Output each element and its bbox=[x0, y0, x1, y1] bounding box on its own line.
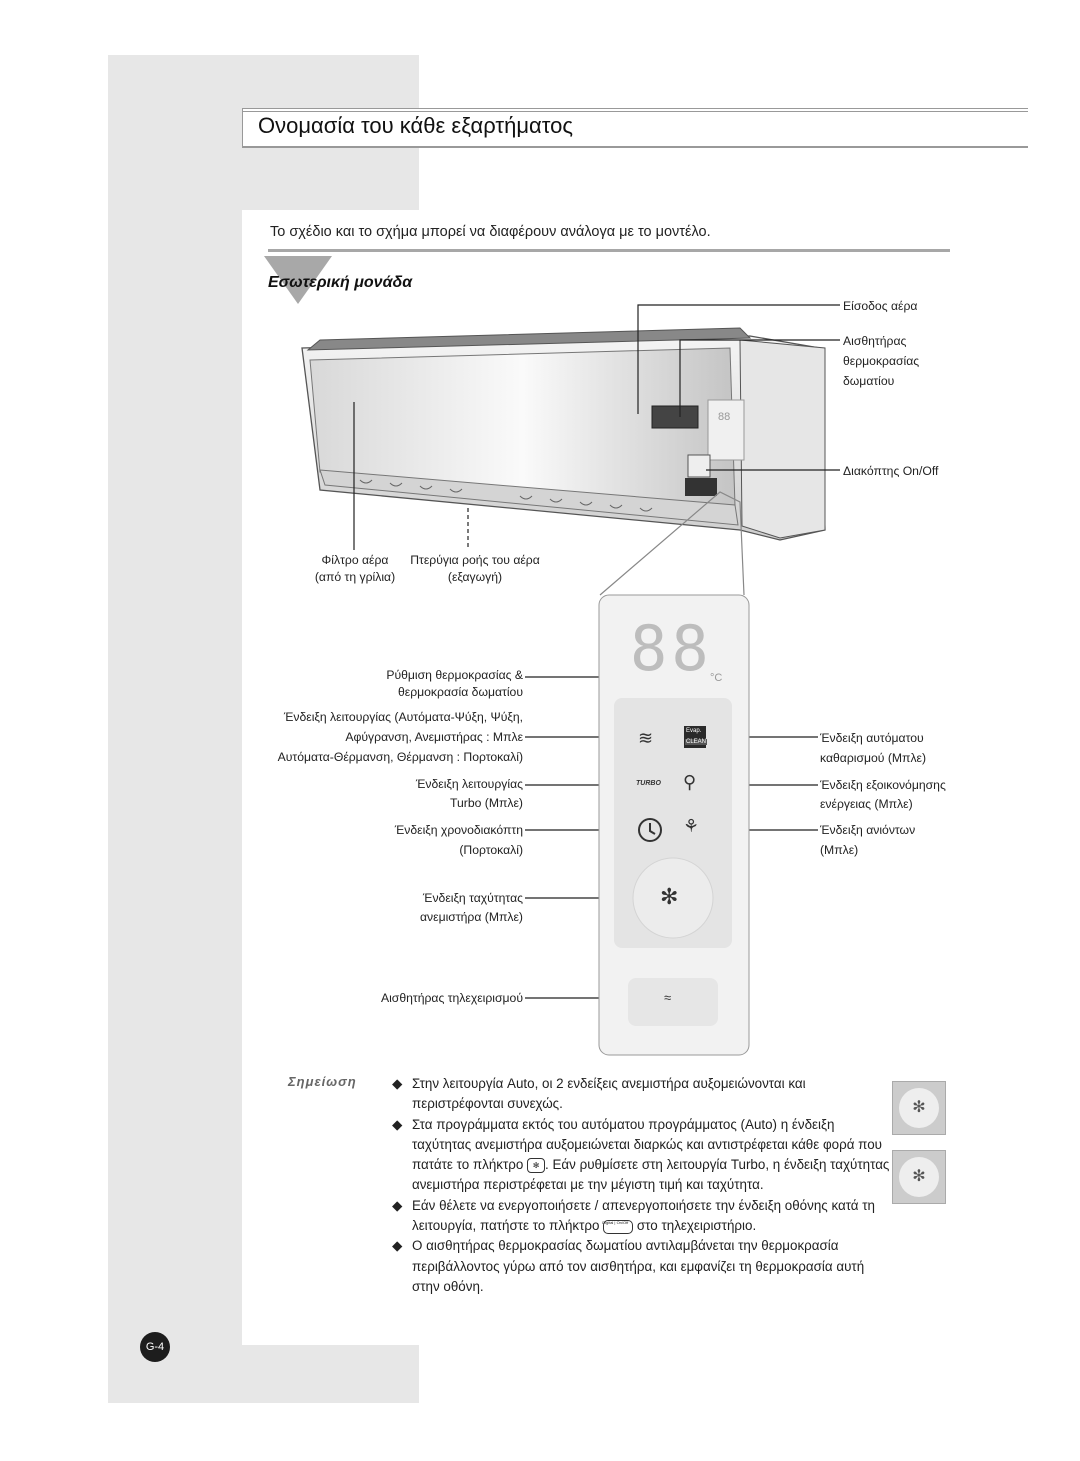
note-item-4: ◆Ο αισθητήρας θερμοκρασίας δωματίου αντι… bbox=[392, 1238, 865, 1294]
label-air-inlet: Είσοδος αέρα bbox=[843, 299, 918, 313]
page-title: Ονομασία του κάθε εξαρτήματος bbox=[258, 113, 573, 138]
label-temp-sensor-1: Αισθητήρας bbox=[843, 334, 907, 348]
note-item-1: ◆Στην λειτουργία Auto, οι 2 ενδείξεις αν… bbox=[392, 1076, 806, 1112]
label-turbo-2: Turbo (Μπλε) bbox=[450, 796, 523, 810]
label-onoff: Διακόπτης On/Off bbox=[843, 464, 939, 478]
label-temp-setting-2: θερμοκρασία δωματίου bbox=[397, 685, 523, 699]
label-timer-2: (Πορτοκαλί) bbox=[459, 843, 523, 857]
ion-icon: ⚘ bbox=[683, 816, 700, 836]
label-autoclean-1: Ένδειξη αυτόματου bbox=[820, 731, 924, 745]
label-mode-1: Ένδειξη λειτουργίας (Αυτόματα-Ψύξη, Ψύξη… bbox=[283, 710, 523, 724]
note-item-3: ◆Εάν θέλετε να ενεργοποιήσετε / απενεργο… bbox=[392, 1197, 876, 1234]
label-temp-sensor-3: δωματίου bbox=[843, 374, 895, 388]
remote-sensor-icon: ≈ bbox=[664, 990, 672, 1005]
label-autoclean-2: καθαρισμού (Μπλε) bbox=[820, 751, 927, 765]
label-fan-1: Ένδειξη ταχύτητας bbox=[422, 891, 523, 905]
fan-key-icon: ✻ bbox=[527, 1158, 546, 1174]
label-mode-2: Αφύγρανση, Ανεμιστήρας : Μπλε bbox=[345, 730, 523, 744]
divider bbox=[268, 249, 950, 252]
display-digits: 88 bbox=[630, 612, 713, 685]
fan-speed-icon: ✻ bbox=[660, 884, 679, 909]
label-turbo-1: Ένδειξη λειτουργίας bbox=[415, 777, 523, 791]
label-mode-3: Αυτόματα-Θέρμανση, Θέρμανση : Πορτοκαλί) bbox=[277, 750, 523, 764]
label-ions-2: (Μπλε) bbox=[820, 843, 859, 857]
note-label: Σημείωση bbox=[288, 1074, 357, 1089]
svg-text:88: 88 bbox=[718, 411, 730, 423]
label-remote-sensor: Αισθητήρας τηλεχειρισμού bbox=[380, 991, 523, 1005]
label-louvers-2: (εξαγωγή) bbox=[447, 570, 503, 584]
evap-indicator-top: Evap. bbox=[686, 728, 702, 734]
label-temp-setting-1: Ρύθμιση θερμοκρασίας & bbox=[386, 668, 523, 682]
mode-icon: ≋ bbox=[638, 728, 654, 748]
section-heading: Εσωτερική μονάδα bbox=[268, 274, 413, 291]
label-filter-1: Φίλτρο αέρα bbox=[321, 553, 389, 567]
fan-button-image-1: ✻ bbox=[892, 1081, 946, 1135]
fan-icon: ✻ bbox=[899, 1157, 939, 1197]
fan-icon: ✻ bbox=[899, 1088, 939, 1128]
intro-text: Το σχέδιο και το σχήμα μπορεί να διαφέρο… bbox=[270, 224, 711, 240]
label-louvers-1: Πτερύγια ροής του αέρα bbox=[410, 553, 540, 567]
display-unit: °C bbox=[710, 672, 723, 684]
label-timer-1: Ένδειξη χρονοδιακόπτη bbox=[394, 823, 523, 837]
note-item-2: ◆Στα προγράμματα εκτός του αυτόματου προ… bbox=[392, 1116, 890, 1193]
energy-saving-icon: ⚲ bbox=[683, 772, 697, 792]
indoor-unit-illustration: 88 bbox=[301, 327, 826, 541]
label-energy-1: Ένδειξη εξοικονόμησης bbox=[820, 778, 946, 792]
page-number: G-4 bbox=[140, 1332, 170, 1362]
label-fan-2: ανεμιστήρα (Μπλε) bbox=[420, 910, 523, 924]
digital-key-icon: Digital | On/Off bbox=[602, 1219, 634, 1234]
label-filter-2: (από τη γρίλια) bbox=[314, 570, 396, 584]
label-energy-2: ενέργειας (Μπλε) bbox=[820, 797, 913, 811]
display-panel bbox=[598, 594, 750, 1056]
title-frame bbox=[242, 108, 1028, 148]
fan-button-image-2: ✻ bbox=[892, 1150, 946, 1204]
note-text: ◆Στην λειτουργία Auto, οι 2 ενδείξεις αν… bbox=[392, 1074, 892, 1297]
turbo-icon: TURBO bbox=[636, 780, 661, 787]
evap-indicator-bottom: CLEAN bbox=[685, 739, 708, 745]
label-temp-sensor-2: θερμοκρασίας bbox=[843, 354, 920, 368]
label-ions-1: Ένδειξη ανιόντων bbox=[820, 823, 916, 837]
section-triangle bbox=[264, 256, 332, 304]
